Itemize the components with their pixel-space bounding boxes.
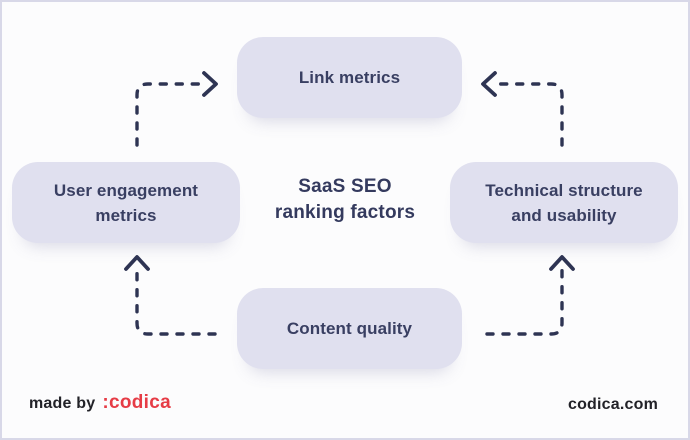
node-label-line2: and usability: [511, 205, 617, 225]
arrow-line: [485, 264, 564, 336]
arrowhead-up-icon: [124, 255, 150, 271]
arrow-user-engagement-to-link-metrics: [135, 71, 218, 147]
node-label: Link metrics: [298, 68, 401, 87]
arrow-line: [492, 82, 564, 147]
footer-attribution: made by :codica: [29, 392, 171, 414]
node-label-line2: metrics: [95, 205, 157, 225]
made-by-label: made by: [29, 395, 96, 412]
node-label-line1: User engagement: [53, 180, 199, 200]
arrow-technical-to-link-metrics: [481, 71, 564, 147]
node-content-quality: Content quality: [237, 288, 462, 369]
arrow-line: [135, 264, 217, 336]
website-url: codica.com: [567, 396, 658, 413]
codica-logo: :codica: [102, 392, 171, 413]
node-technical-structure-usability: Technical structure and usability: [450, 162, 678, 243]
diagram-title: SaaS SEO ranking factors: [235, 174, 455, 226]
diagram-title-line1: SaaS SEO: [298, 176, 392, 197]
arrow-line: [135, 82, 207, 147]
node-link-metrics: Link metrics: [237, 37, 462, 118]
arrowhead-up-icon: [549, 255, 575, 271]
arrowhead-right-icon: [202, 71, 218, 97]
node-label-line1: Technical structure: [485, 180, 643, 200]
diagram-title-line2: ranking factors: [274, 202, 416, 223]
arrowhead-left-icon: [481, 71, 497, 97]
arrow-content-to-technical: [485, 255, 575, 336]
node-label: Content quality: [286, 319, 413, 338]
node-user-engagement-metrics: User engagement metrics: [12, 162, 240, 243]
arrow-content-to-user-engagement: [124, 255, 217, 336]
